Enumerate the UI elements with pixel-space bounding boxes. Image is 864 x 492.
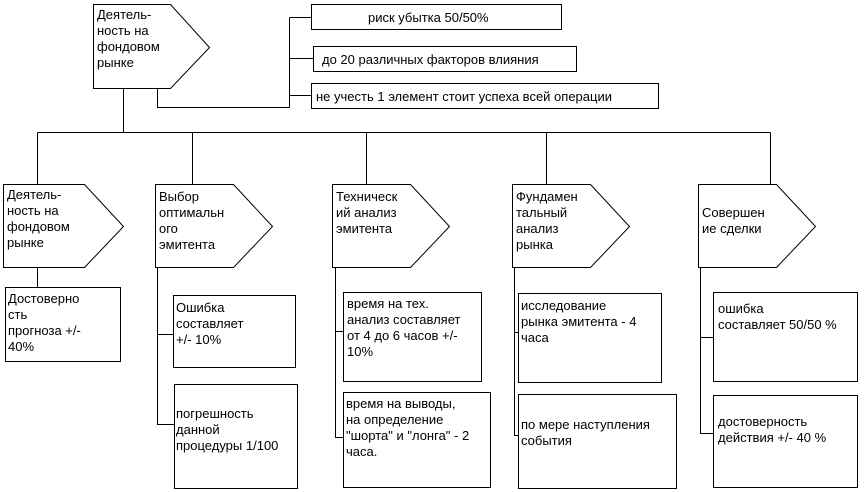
stage-5-note-2: достоверность действия +/- 40 % <box>718 414 827 445</box>
stage-1-label: Деятель- ность на фондовом рынке <box>7 187 70 250</box>
risk-box-3-frame <box>311 83 659 109</box>
stage-3-note-2-frame <box>343 392 491 488</box>
stage-4-note-2-frame <box>518 394 677 489</box>
risk-item-2: до 20 различных факторов влияния <box>322 52 539 67</box>
risk-item-3: не учесть 1 элемент стоит успеха всей оп… <box>316 89 612 104</box>
stage-3-note-1-frame <box>343 292 482 382</box>
stage-2-note-1: Ошибка составляет +/- 10% <box>176 300 244 347</box>
stage-4-note-2: по мере наступления события <box>521 417 650 448</box>
stage-2-shape <box>155 184 274 268</box>
root-node-label: Деятель- ность на фондовом рынке <box>97 7 160 70</box>
risk-item-1: риск убытка 50/50% <box>368 10 489 25</box>
stage-5-note-1-frame <box>713 292 858 382</box>
stage-4-note-1: исследование рынка эмитента - 4 часа <box>521 298 637 345</box>
stage-5-note-1: ошибка составляет 50/50 % <box>718 301 837 332</box>
stage-3-note-2: время на выводы, на определение "шорта" … <box>346 396 470 459</box>
stage-4-note-1-frame <box>518 293 662 383</box>
stage-3-note-1: время на тех. анализ составляет от 4 до … <box>347 296 461 359</box>
root-node-shape <box>93 4 211 89</box>
stage-2-note-2-frame <box>174 384 298 489</box>
risk-connector <box>157 88 290 108</box>
stage-1-note-1-frame <box>5 287 121 362</box>
stage-4-shape <box>512 184 631 268</box>
stage-2-label: Выбор оптимальн ого эмитента <box>159 189 225 252</box>
stage-2-note-2: погрешность данной процедуры 1/100 <box>176 406 279 453</box>
risk-box-1-frame <box>311 4 562 30</box>
stage-3-label: Техническ ий анализ эмитента <box>336 189 398 236</box>
stage-5-shape <box>698 184 817 268</box>
stage-2-note-1-frame <box>173 295 296 368</box>
stage-1-note-1: Достоверно сть прогноза +/- 40% <box>8 291 81 354</box>
stage-4-label: Фундамен тальный анализ рынка <box>516 189 578 252</box>
risk-box-2-frame <box>313 46 577 72</box>
stage-5-note-2-frame <box>713 395 858 488</box>
stage-3-shape <box>332 184 451 268</box>
stage-1-shape <box>3 184 125 268</box>
stage-5-label: Совершен ие сделки <box>702 205 765 236</box>
